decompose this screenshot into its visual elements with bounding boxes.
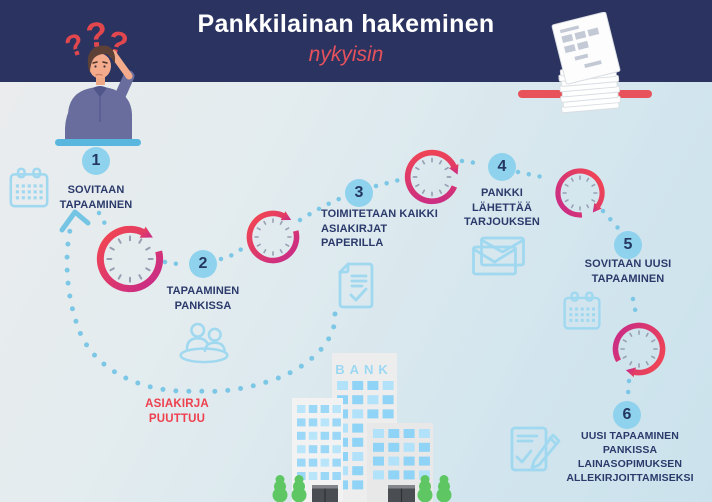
step-label-5: SOVITAAN UUSI TAPAAMINEN xyxy=(584,258,672,285)
bank-door xyxy=(312,485,338,502)
bank-sign: BANK xyxy=(335,362,393,377)
desk-bar xyxy=(55,139,141,146)
step-number-2: 2 xyxy=(189,250,217,278)
waiting-time-clock-icon xyxy=(551,164,609,222)
step-number-6: 6 xyxy=(613,401,641,429)
waiting-time-clock-icon xyxy=(608,318,670,380)
step-number-text: 4 xyxy=(497,158,507,175)
header-titles: Pankkilainan hakeminen nykyisin xyxy=(100,10,592,67)
document-check-icon xyxy=(338,262,374,309)
step-label-6: UUSI TAPAAMINEN PANKISSA LAINASOPIMUKSEN… xyxy=(566,430,694,485)
step-number-3: 3 xyxy=(345,179,373,207)
step-label-4: PANKKI LÄHETTÄÄ TARJOUKSEN xyxy=(464,187,540,229)
step-number-text: 5 xyxy=(623,236,633,253)
document-sign-icon xyxy=(510,424,562,474)
bank-building-illustration: BANK xyxy=(272,353,452,502)
step-label-3: TOIMITETAAN KAIKKI ASIAKIRJAT PAPERILLA xyxy=(321,208,438,250)
waiting-time-clock-icon xyxy=(91,220,169,298)
step-number-1: 1 xyxy=(82,147,110,175)
page-title: Pankkilainan hakeminen xyxy=(197,10,495,38)
waiting-time-clock-icon xyxy=(400,145,464,209)
step-number-text: 1 xyxy=(91,152,101,169)
envelopes-icon xyxy=(471,236,528,276)
confused-man-illustration: ? ? ? xyxy=(61,15,135,140)
tree-icons xyxy=(272,475,452,502)
return-path-dots xyxy=(64,227,338,394)
step-label-2: TAPAAMINEN PANKISSA xyxy=(166,285,240,312)
step-number-text: 6 xyxy=(622,406,632,423)
people-meeting-icon xyxy=(178,318,230,364)
step-label-1: SOVITAAN TAPAAMINEN xyxy=(59,184,133,211)
step-number-text: 3 xyxy=(354,184,364,201)
calendar-icon xyxy=(561,291,603,331)
calendar-icon xyxy=(9,167,49,209)
paper-stack-icon xyxy=(551,12,621,114)
page-subtitle: nykyisin xyxy=(308,43,384,66)
waiting-time-clock-icon xyxy=(242,206,304,268)
step-number-5: 5 xyxy=(614,231,642,259)
bank-door xyxy=(388,485,415,502)
return-arrow-icon xyxy=(59,209,91,233)
step-number-4: 4 xyxy=(488,153,516,181)
step-number-text: 2 xyxy=(198,255,208,272)
missing-document-warning: ASIAKIRJA PUUTTUU xyxy=(145,398,209,425)
